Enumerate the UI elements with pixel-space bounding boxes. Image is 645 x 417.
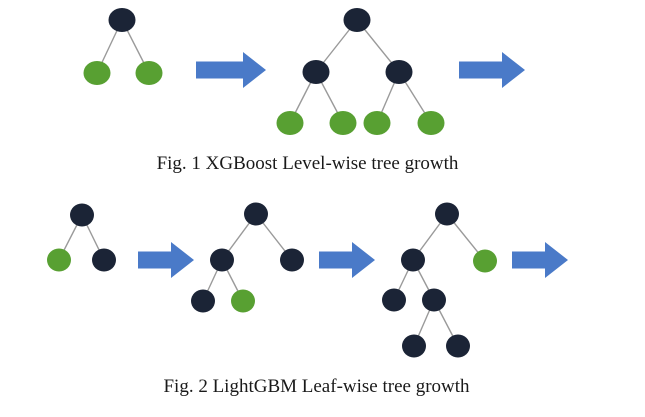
fig2-stage2-internal-node-c bbox=[280, 248, 304, 272]
fig2-arrow-3 bbox=[512, 242, 568, 278]
edges-layer bbox=[58, 19, 486, 347]
figure-2-caption: Fig. 2 LightGBM Leaf-wise tree growth bbox=[163, 376, 470, 397]
fig2-stage3-internal-node-b bbox=[401, 248, 425, 272]
fig2-stage2-leaf-node-e bbox=[231, 289, 255, 313]
fig1-stage2-leaf-node-g bbox=[417, 111, 445, 135]
fig1-stage2-leaf-node-e bbox=[329, 111, 357, 135]
fig1-stage2-internal-node-b bbox=[302, 60, 330, 84]
fig1-arrow-2 bbox=[459, 52, 525, 88]
fig1-stage1-leaf-node-c bbox=[135, 61, 163, 85]
fig2-stage1-internal-node-c bbox=[92, 248, 116, 272]
fig2-arrow-2 bbox=[319, 242, 375, 278]
fig1-stage2-internal-node-a bbox=[343, 8, 371, 32]
fig2-stage2-internal-node-b bbox=[210, 248, 234, 272]
fig1-stage1-leaf-node-b bbox=[83, 61, 111, 85]
fig2-stage3-internal-node-g bbox=[446, 334, 470, 358]
figure-1-caption: Fig. 1 XGBoost Level-wise tree growth bbox=[156, 153, 459, 174]
fig1-arrow-1 bbox=[196, 52, 266, 88]
fig2-stage2-internal-node-a bbox=[244, 202, 268, 226]
fig2-stage3-internal-node-f bbox=[402, 334, 426, 358]
fig1-stage1-internal-node-a bbox=[108, 8, 136, 32]
nodes-layer bbox=[47, 8, 497, 358]
fig2-stage3-internal-node-d bbox=[382, 288, 406, 312]
fig2-stage1-internal-node-a bbox=[70, 203, 94, 227]
fig2-stage3-leaf-node-c bbox=[473, 249, 497, 273]
fig1-stage2-leaf-node-d bbox=[276, 111, 304, 135]
arrows-layer bbox=[138, 52, 568, 278]
fig2-stage2-internal-node-d bbox=[191, 289, 215, 313]
fig1-stage2-leaf-node-f bbox=[363, 111, 391, 135]
fig2-stage1-leaf-node-b bbox=[47, 248, 71, 272]
fig1-stage2-internal-node-c bbox=[385, 60, 413, 84]
fig2-stage3-internal-node-e bbox=[422, 288, 446, 312]
fig2-arrow-1 bbox=[138, 242, 194, 278]
fig2-stage3-internal-node-a bbox=[435, 202, 459, 226]
